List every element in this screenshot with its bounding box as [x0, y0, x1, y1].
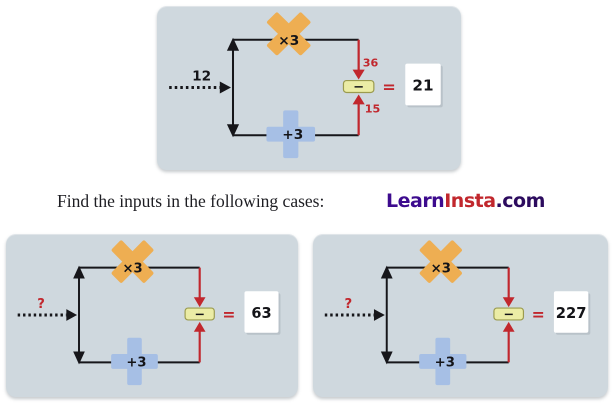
- input-value: 12: [192, 69, 211, 85]
- input-arrow-icon: [66, 309, 78, 321]
- multiply-cross-icon: [111, 240, 154, 283]
- logo-part-insta: Insta: [444, 190, 496, 212]
- branch-down-arrow-icon: [380, 351, 393, 365]
- add-label: +3: [126, 355, 146, 370]
- input-arrow-icon: [219, 81, 231, 94]
- add-cross-icon: [266, 110, 316, 159]
- multiply-label: ×3: [431, 262, 451, 277]
- input-arrow-icon: [373, 309, 385, 321]
- add-label: +3: [282, 127, 303, 143]
- branch-up-arrow-icon: [226, 37, 240, 51]
- subtract-operator: −: [194, 307, 205, 322]
- add-label: +3: [435, 355, 455, 370]
- learninsta-logo: LearnInsta.com: [386, 190, 545, 212]
- output-value: 21: [412, 77, 433, 95]
- branch-down-arrow-icon: [73, 351, 85, 365]
- example-flow-panel: ×3 +3 12 36 15 − = 21: [157, 6, 461, 170]
- output-box: [405, 63, 441, 106]
- logo-part-learn: Learn: [386, 190, 445, 212]
- case-a-flow-panel: ×3 +3 ? − = 63: [6, 234, 298, 397]
- into-box-down-arrow-icon: [193, 297, 206, 308]
- equals-sign: =: [222, 305, 235, 324]
- instruction-text: Find the inputs in the following cases:: [57, 191, 325, 211]
- logo-part-com: .com: [495, 190, 546, 212]
- subtract-box: [493, 307, 525, 321]
- add-cross-icon: [419, 337, 467, 386]
- case-b-flow-panel: ×3 +3 ? − = 227: [313, 234, 608, 397]
- into-box-up-arrow-icon: [502, 321, 515, 332]
- output-box: [244, 291, 279, 333]
- equals-sign: =: [532, 305, 545, 324]
- multiply-cross-icon: [267, 12, 311, 56]
- multiply-label: ×3: [278, 33, 299, 49]
- subtract-box: [342, 79, 375, 94]
- flow-diagram: ×3 +3 ? − = 227: [324, 240, 591, 386]
- bottom-branch-value: 15: [365, 102, 381, 115]
- branch-up-arrow-icon: [380, 265, 393, 279]
- output-value: 227: [556, 305, 587, 322]
- input-value: ?: [345, 297, 353, 312]
- subtract-box: [184, 307, 215, 321]
- into-box-up-arrow-icon: [193, 321, 206, 332]
- top-branch-value: 36: [363, 57, 379, 70]
- input-value: ?: [37, 297, 45, 312]
- subtract-operator: −: [353, 80, 364, 95]
- add-cross-icon: [111, 337, 158, 386]
- into-box-down-arrow-icon: [352, 69, 365, 80]
- branch-down-arrow-icon: [226, 124, 240, 138]
- into-box-down-arrow-icon: [502, 297, 515, 308]
- equals-sign: =: [382, 78, 396, 97]
- output-box: [553, 291, 589, 333]
- multiply-cross-icon: [419, 240, 462, 283]
- flow-diagram: ×3 +3 ? − = 63: [17, 240, 281, 386]
- multiply-label: ×3: [122, 261, 142, 276]
- subtract-operator: −: [503, 307, 514, 322]
- flow-diagram: ×3 +3 12 36 15 − = 21: [169, 12, 443, 159]
- branch-up-arrow-icon: [73, 265, 85, 279]
- output-value: 63: [251, 305, 271, 322]
- into-box-up-arrow-icon: [352, 94, 365, 105]
